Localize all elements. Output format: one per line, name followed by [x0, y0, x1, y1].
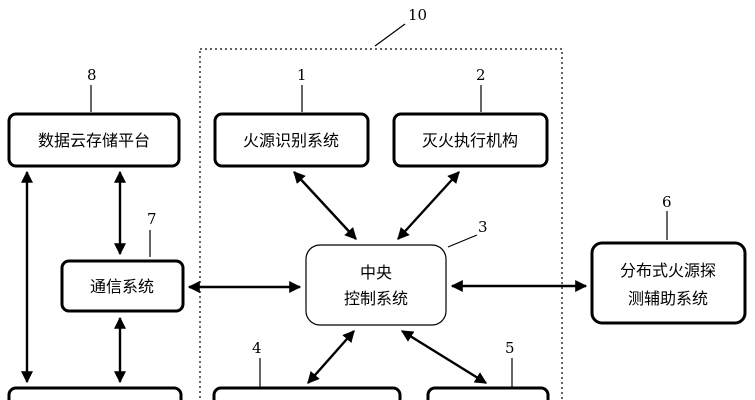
extinguishing-mechanism-label: 灭火执行机构 — [422, 131, 518, 150]
node-number-5: 5 — [505, 339, 515, 357]
group-border-10 — [199, 48, 563, 400]
arrow-central-node4 — [307, 330, 355, 384]
node-number-2: 2 — [476, 66, 486, 84]
arrow-extinguish-central — [397, 171, 460, 240]
cloud-storage-box — [7, 112, 181, 168]
node-number-6: 6 — [662, 193, 672, 211]
bottom-left-box — [7, 386, 183, 400]
node-number-8: 8 — [87, 66, 97, 84]
arrow-central-node5 — [400, 329, 488, 385]
communication-label: 通信系统 — [90, 277, 154, 296]
leader-line-3 — [447, 234, 478, 248]
node4-box — [212, 386, 402, 400]
extinguishing-mechanism-box — [392, 112, 549, 168]
node-number-1: 1 — [297, 66, 307, 84]
communication-box — [60, 259, 185, 313]
node-number-7: 7 — [147, 210, 157, 228]
distributed-detection-label-line1: 分布式火源探 — [620, 261, 716, 280]
node-number-4: 4 — [252, 339, 262, 357]
node-number-3: 3 — [478, 218, 488, 236]
node5-box — [426, 386, 550, 400]
distributed-detection-label-line2: 测辅助系统 — [628, 289, 708, 308]
group-number: 10 — [408, 6, 427, 24]
fire-identification-label: 火源识别系统 — [243, 131, 339, 150]
arrow-fireid-central — [293, 171, 357, 240]
cloud-storage-label: 数据云存储平台 — [38, 131, 150, 150]
central-control-box — [305, 244, 447, 326]
distributed-detection-box — [590, 241, 747, 325]
group-leader-line — [374, 23, 406, 47]
central-control-label-line1: 中央 — [360, 263, 392, 282]
central-control-label-line2: 控制系统 — [344, 289, 408, 308]
fire-identification-box — [213, 112, 370, 168]
